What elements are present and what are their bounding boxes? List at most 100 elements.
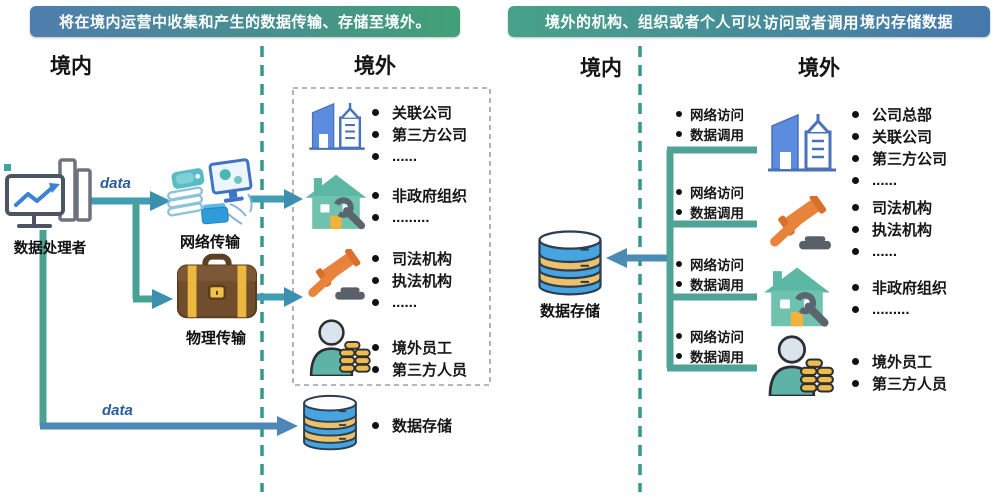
building-icon	[768, 113, 836, 172]
bullet-dot-icon	[372, 191, 379, 199]
wrench-icon	[333, 197, 366, 230]
access-labels-1: 网络访问 数据调用	[676, 104, 744, 144]
left-ngo-group	[304, 170, 368, 232]
person-icon	[768, 335, 834, 396]
list-item: ......	[372, 145, 467, 167]
left-ngo-list: 非政府组织 .........	[372, 184, 467, 228]
bullet-dot-icon	[676, 353, 682, 359]
left-staff-list: 境外员工 第三方人员	[372, 336, 467, 380]
physical-transmission-node	[176, 250, 258, 322]
access-labels-3: 网络访问 数据调用	[676, 254, 744, 294]
arrow-physical-to-recipients	[254, 287, 303, 307]
left-storage-node	[296, 388, 364, 454]
bullet-dot-icon	[676, 111, 682, 117]
list-item: 第三方公司	[372, 123, 467, 145]
right-judicial-group	[764, 196, 838, 254]
list-item: 司法机构	[372, 247, 452, 269]
bullet-dot-icon	[676, 333, 682, 339]
bullet-dot-icon	[852, 357, 859, 365]
bullet-dot-icon	[372, 108, 379, 116]
right-company-list: 公司总部 关联公司 第三方公司 ......	[852, 103, 947, 191]
list-item: 第三方人员	[372, 358, 467, 380]
left-storage-list: 数据存储	[372, 414, 452, 436]
bullet-dot-icon	[852, 176, 859, 184]
wrench-icon	[793, 292, 829, 327]
list-item: 司法机构	[852, 196, 932, 218]
left-judicial-group	[304, 249, 370, 305]
right-header-text-bold: 访问或者调用	[762, 14, 859, 32]
bullet-dot-icon	[852, 379, 859, 387]
data-processor-node	[4, 158, 96, 236]
right-header-banner: 境外的机构、组织或者个人可以访问或者调用境内存储数据	[508, 6, 990, 37]
bullet-dot-icon	[372, 298, 379, 306]
bullet-dot-icon	[372, 130, 379, 138]
gavel-icon	[308, 249, 365, 300]
data-flow-label-top: data	[100, 175, 131, 192]
network-transfer-icon	[167, 158, 253, 225]
list-item: 境外员工	[852, 350, 947, 372]
bullet-dot-icon	[372, 254, 379, 262]
database-icon	[303, 394, 357, 451]
bullet-dot-icon	[852, 247, 859, 255]
list-item: 关联公司	[372, 101, 467, 123]
list-item: 非政府组织	[852, 276, 947, 298]
bullet-dot-icon	[372, 343, 379, 351]
list-item: 执法机构	[852, 218, 932, 240]
building-icon	[309, 102, 365, 150]
left-company-group	[306, 96, 368, 154]
right-storage-node	[530, 222, 610, 300]
right-ngo-group	[760, 264, 834, 328]
network-transmission-label: 网络传输	[179, 234, 240, 251]
bullet-dot-icon	[852, 154, 859, 162]
access-labels-4: 网络访问 数据调用	[676, 326, 744, 366]
arrow-network-to-recipients	[250, 189, 303, 209]
arrow-processor-to-physical	[132, 201, 173, 309]
access-trunk	[666, 146, 757, 372]
left-header-banner: 将在境内运营中收集和产生的数据传输、存储至境外。	[30, 6, 460, 37]
database-icon	[538, 230, 602, 296]
list-item: .........	[372, 206, 467, 228]
network-transmission-node	[164, 156, 256, 230]
right-overseas-label: 境外	[798, 57, 840, 80]
right-judicial-list: 司法机构 执法机构 ......	[852, 196, 932, 262]
bullet-dot-icon	[372, 213, 379, 221]
left-domestic-label: 境内	[50, 55, 92, 78]
bullet-dot-icon	[372, 152, 379, 160]
left-judicial-list: 司法机构 执法机构 ......	[372, 247, 452, 313]
list-item: 数据调用	[676, 124, 744, 144]
arrow-processor-to-network	[88, 191, 171, 211]
bullet-dot-icon	[372, 421, 379, 429]
briefcase-icon	[176, 253, 258, 319]
physical-transmission-label: 物理传输	[185, 330, 246, 347]
data-processor-label: 数据处理者	[13, 241, 87, 257]
bullet-dot-icon	[852, 203, 859, 211]
bullet-dot-icon	[676, 131, 682, 137]
bullet-dot-icon	[676, 189, 682, 195]
list-item: 数据调用	[676, 274, 744, 294]
list-item: 非政府组织	[372, 184, 467, 206]
right-header-text-post: 境内存储数据	[860, 14, 954, 31]
bullet-dot-icon	[676, 209, 682, 215]
list-item: 执法机构	[372, 269, 452, 291]
bullet-dot-icon	[676, 261, 682, 267]
coins-icon	[339, 340, 371, 373]
right-header-text-pre: 境外的机构、组织或者个人可以	[544, 14, 762, 31]
coins-icon	[799, 358, 834, 393]
bullet-dot-icon	[676, 281, 682, 287]
list-item: 网络访问	[676, 104, 744, 124]
list-item: ......	[852, 169, 947, 191]
house-icon	[764, 267, 830, 327]
left-staff-group	[306, 318, 374, 376]
bullet-dot-icon	[852, 132, 859, 140]
list-item: 网络访问	[676, 254, 744, 274]
list-item: 第三方公司	[852, 147, 947, 169]
list-item: 网络访问	[676, 182, 744, 202]
list-item: ......	[852, 240, 932, 262]
right-domestic-label: 境内	[580, 57, 622, 80]
list-item: 数据存储	[372, 414, 452, 436]
recipients-dashed-box	[292, 87, 491, 386]
arrow-processor-to-storage	[39, 230, 298, 436]
list-item: 公司总部	[852, 103, 947, 125]
right-staff-group	[762, 334, 840, 396]
